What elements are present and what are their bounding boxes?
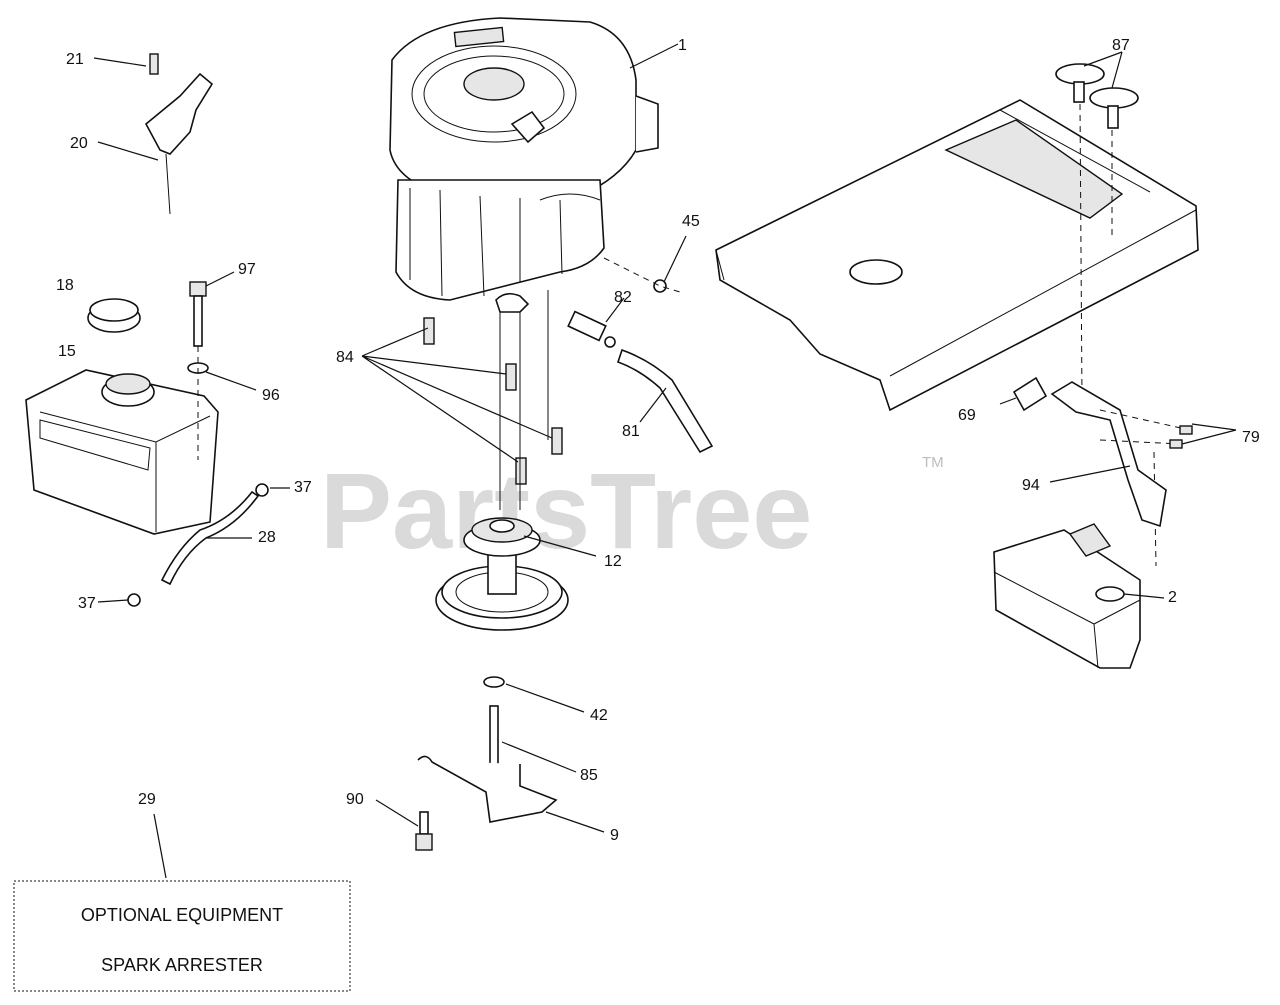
exhaust-bolts[interactable] — [1169, 425, 1193, 449]
watermark-text: PartsTree — [320, 450, 812, 571]
callout-9: 9 — [610, 827, 619, 844]
callout-82: 82 — [614, 289, 632, 306]
callout-69: 69 — [958, 407, 976, 424]
callout-42: 42 — [590, 707, 608, 724]
callout-87: 87 — [1112, 37, 1130, 54]
engine[interactable] — [389, 17, 659, 301]
watermark-trademark: TM — [922, 454, 944, 471]
callout-2: 2 — [1168, 589, 1177, 606]
callout-97: 97 — [238, 261, 256, 278]
callout-37-upper: 37 — [294, 479, 312, 496]
fuel-fitting[interactable] — [567, 257, 714, 454]
callout-labels: 1 2 9 12 15 18 20 21 28 29 37 37 42 45 6… — [56, 37, 1260, 844]
exhaust-gasket[interactable] — [1012, 376, 1048, 412]
pulley[interactable] — [435, 517, 569, 631]
callout-29: 29 — [138, 791, 156, 808]
hose-clamp-lower[interactable] — [127, 593, 141, 607]
callout-20: 20 — [70, 135, 88, 152]
tank-bolt[interactable] — [189, 281, 207, 347]
optional-equipment-title: OPTIONAL EQUIPMENT — [81, 905, 283, 925]
mounting-knob-2[interactable] — [1089, 87, 1139, 129]
callout-45: 45 — [682, 213, 700, 230]
spark-arrester-label: SPARK ARRESTER — [101, 955, 263, 975]
exhaust-pipe[interactable] — [1050, 381, 1167, 528]
hose-clamp-upper[interactable] — [255, 483, 269, 497]
callout-15: 15 — [58, 343, 76, 360]
optional-equipment-box: OPTIONAL EQUIPMENT SPARK ARRESTER — [13, 880, 351, 992]
mounting-knob-1[interactable] — [1055, 63, 1105, 103]
callout-90: 90 — [346, 791, 364, 808]
bracket[interactable] — [417, 755, 558, 823]
throttle-bracket[interactable] — [144, 53, 214, 215]
callout-81: 81 — [622, 423, 640, 440]
callout-96: 96 — [262, 387, 280, 404]
bracket-bolt[interactable] — [415, 811, 433, 851]
callout-79: 79 — [1242, 429, 1260, 446]
callout-21: 21 — [66, 51, 84, 68]
callout-12: 12 — [604, 553, 622, 570]
callout-28: 28 — [258, 529, 276, 546]
callout-85: 85 — [580, 767, 598, 784]
muffler[interactable] — [993, 523, 1141, 669]
callout-84: 84 — [336, 349, 354, 366]
fuel-cap[interactable] — [87, 298, 141, 333]
engine-bolts[interactable] — [423, 317, 563, 485]
fuel-hose[interactable] — [160, 490, 260, 586]
callout-1: 1 — [678, 37, 687, 54]
callout-18: 18 — [56, 277, 74, 294]
fuel-tank[interactable] — [25, 369, 219, 535]
engine-plate[interactable] — [715, 99, 1199, 412]
callout-94: 94 — [1022, 477, 1040, 494]
callout-leaders — [93, 43, 1237, 879]
washer[interactable] — [483, 676, 505, 688]
callout-37-lower: 37 — [78, 595, 96, 612]
